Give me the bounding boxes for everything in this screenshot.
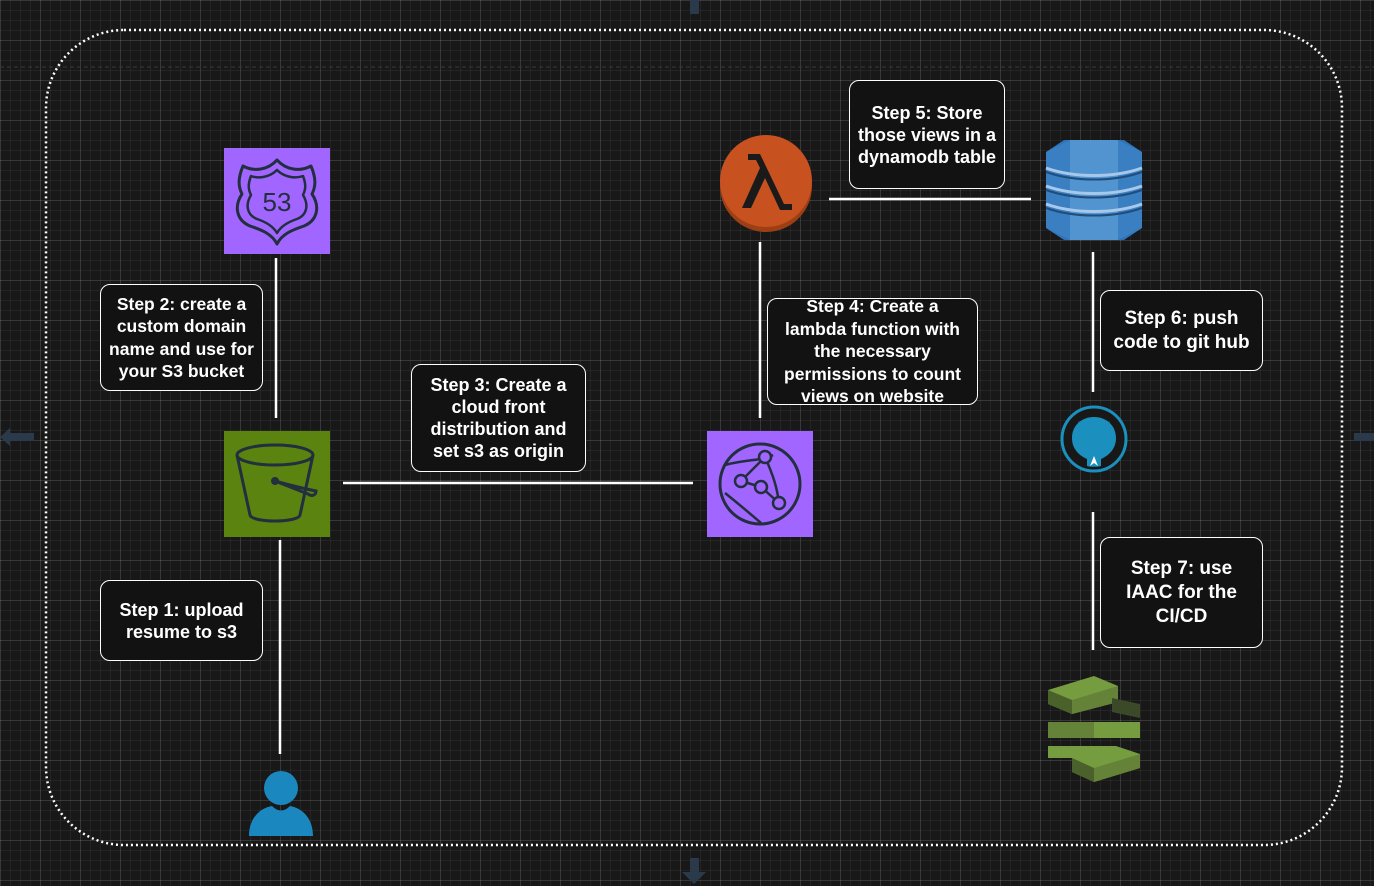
step3-label: Step 3: Create a cloud front distributio… (411, 364, 586, 472)
codepipeline-node[interactable] (1046, 674, 1142, 786)
edge-marker-bottom (682, 858, 706, 884)
cloudfront-icon (707, 431, 813, 537)
step7-label: Step 7: use IAAC for the CI/CD (1100, 537, 1263, 648)
step2-label: Step 2: create a custom domain name and … (100, 284, 263, 391)
dynamodb-icon (1045, 140, 1143, 240)
step1-label: Step 1: upload resume to s3 (100, 580, 263, 661)
edge-marker-right (1354, 433, 1374, 441)
step4-label: Step 4: Create a lambda function with th… (767, 296, 978, 406)
route53-node[interactable]: 53 (224, 148, 330, 254)
route53-badge: 53 (263, 187, 292, 217)
cloudfront-node[interactable] (707, 431, 813, 537)
codepipeline-icon (1048, 676, 1140, 782)
step5-label: Step 5: Store those views in a dynamodb … (849, 80, 1005, 189)
lambda-node[interactable] (718, 134, 814, 234)
lambda-icon (720, 135, 812, 232)
edge-marker-top (690, 0, 699, 14)
user-node[interactable] (248, 768, 314, 838)
connectors (274, 197, 1095, 754)
outer-boundary (44, 28, 1344, 847)
user-icon (249, 771, 313, 836)
step6-label: Step 6: push code to git hub (1100, 290, 1263, 371)
s3-bucket-icon (224, 431, 330, 537)
route53-icon: 53 (224, 148, 330, 254)
dynamodb-node[interactable] (1044, 134, 1144, 246)
s3-node[interactable] (224, 431, 330, 537)
github-node[interactable] (1059, 404, 1129, 474)
edge-marker-left (0, 428, 34, 446)
github-icon (1060, 405, 1128, 473)
